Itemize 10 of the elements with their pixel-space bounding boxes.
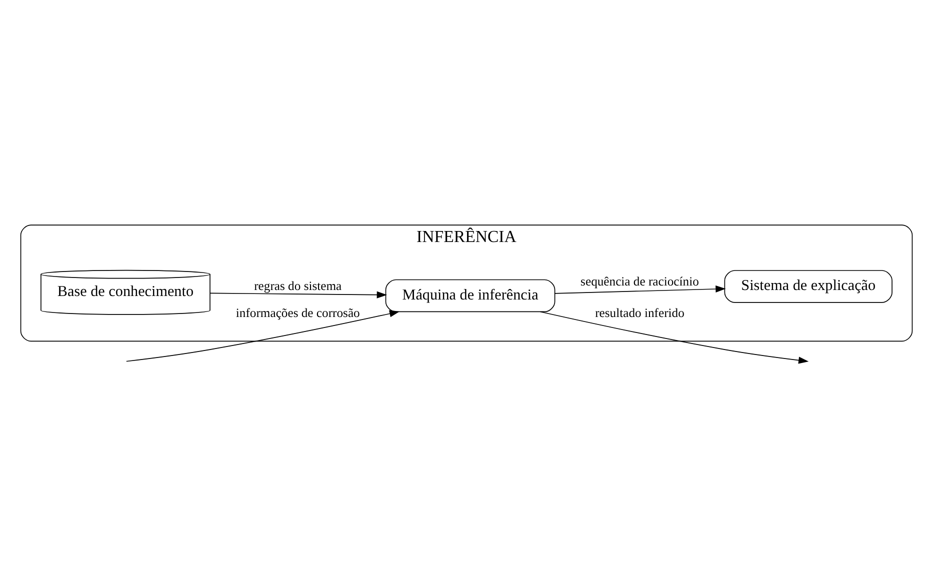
edge-label: sequência de raciocínio [580, 274, 699, 288]
arrow [540, 310, 809, 364]
node-box: Sistema de explicação [724, 270, 892, 302]
arrow [554, 284, 726, 294]
edge-label: resultado inferido [595, 305, 684, 320]
arrow [126, 310, 400, 362]
edge-label: informações de corrosão [236, 305, 360, 320]
edge-label: regras do sistema [254, 278, 342, 292]
node-box: Máquina de inferência [385, 278, 556, 312]
arrow [210, 290, 387, 298]
